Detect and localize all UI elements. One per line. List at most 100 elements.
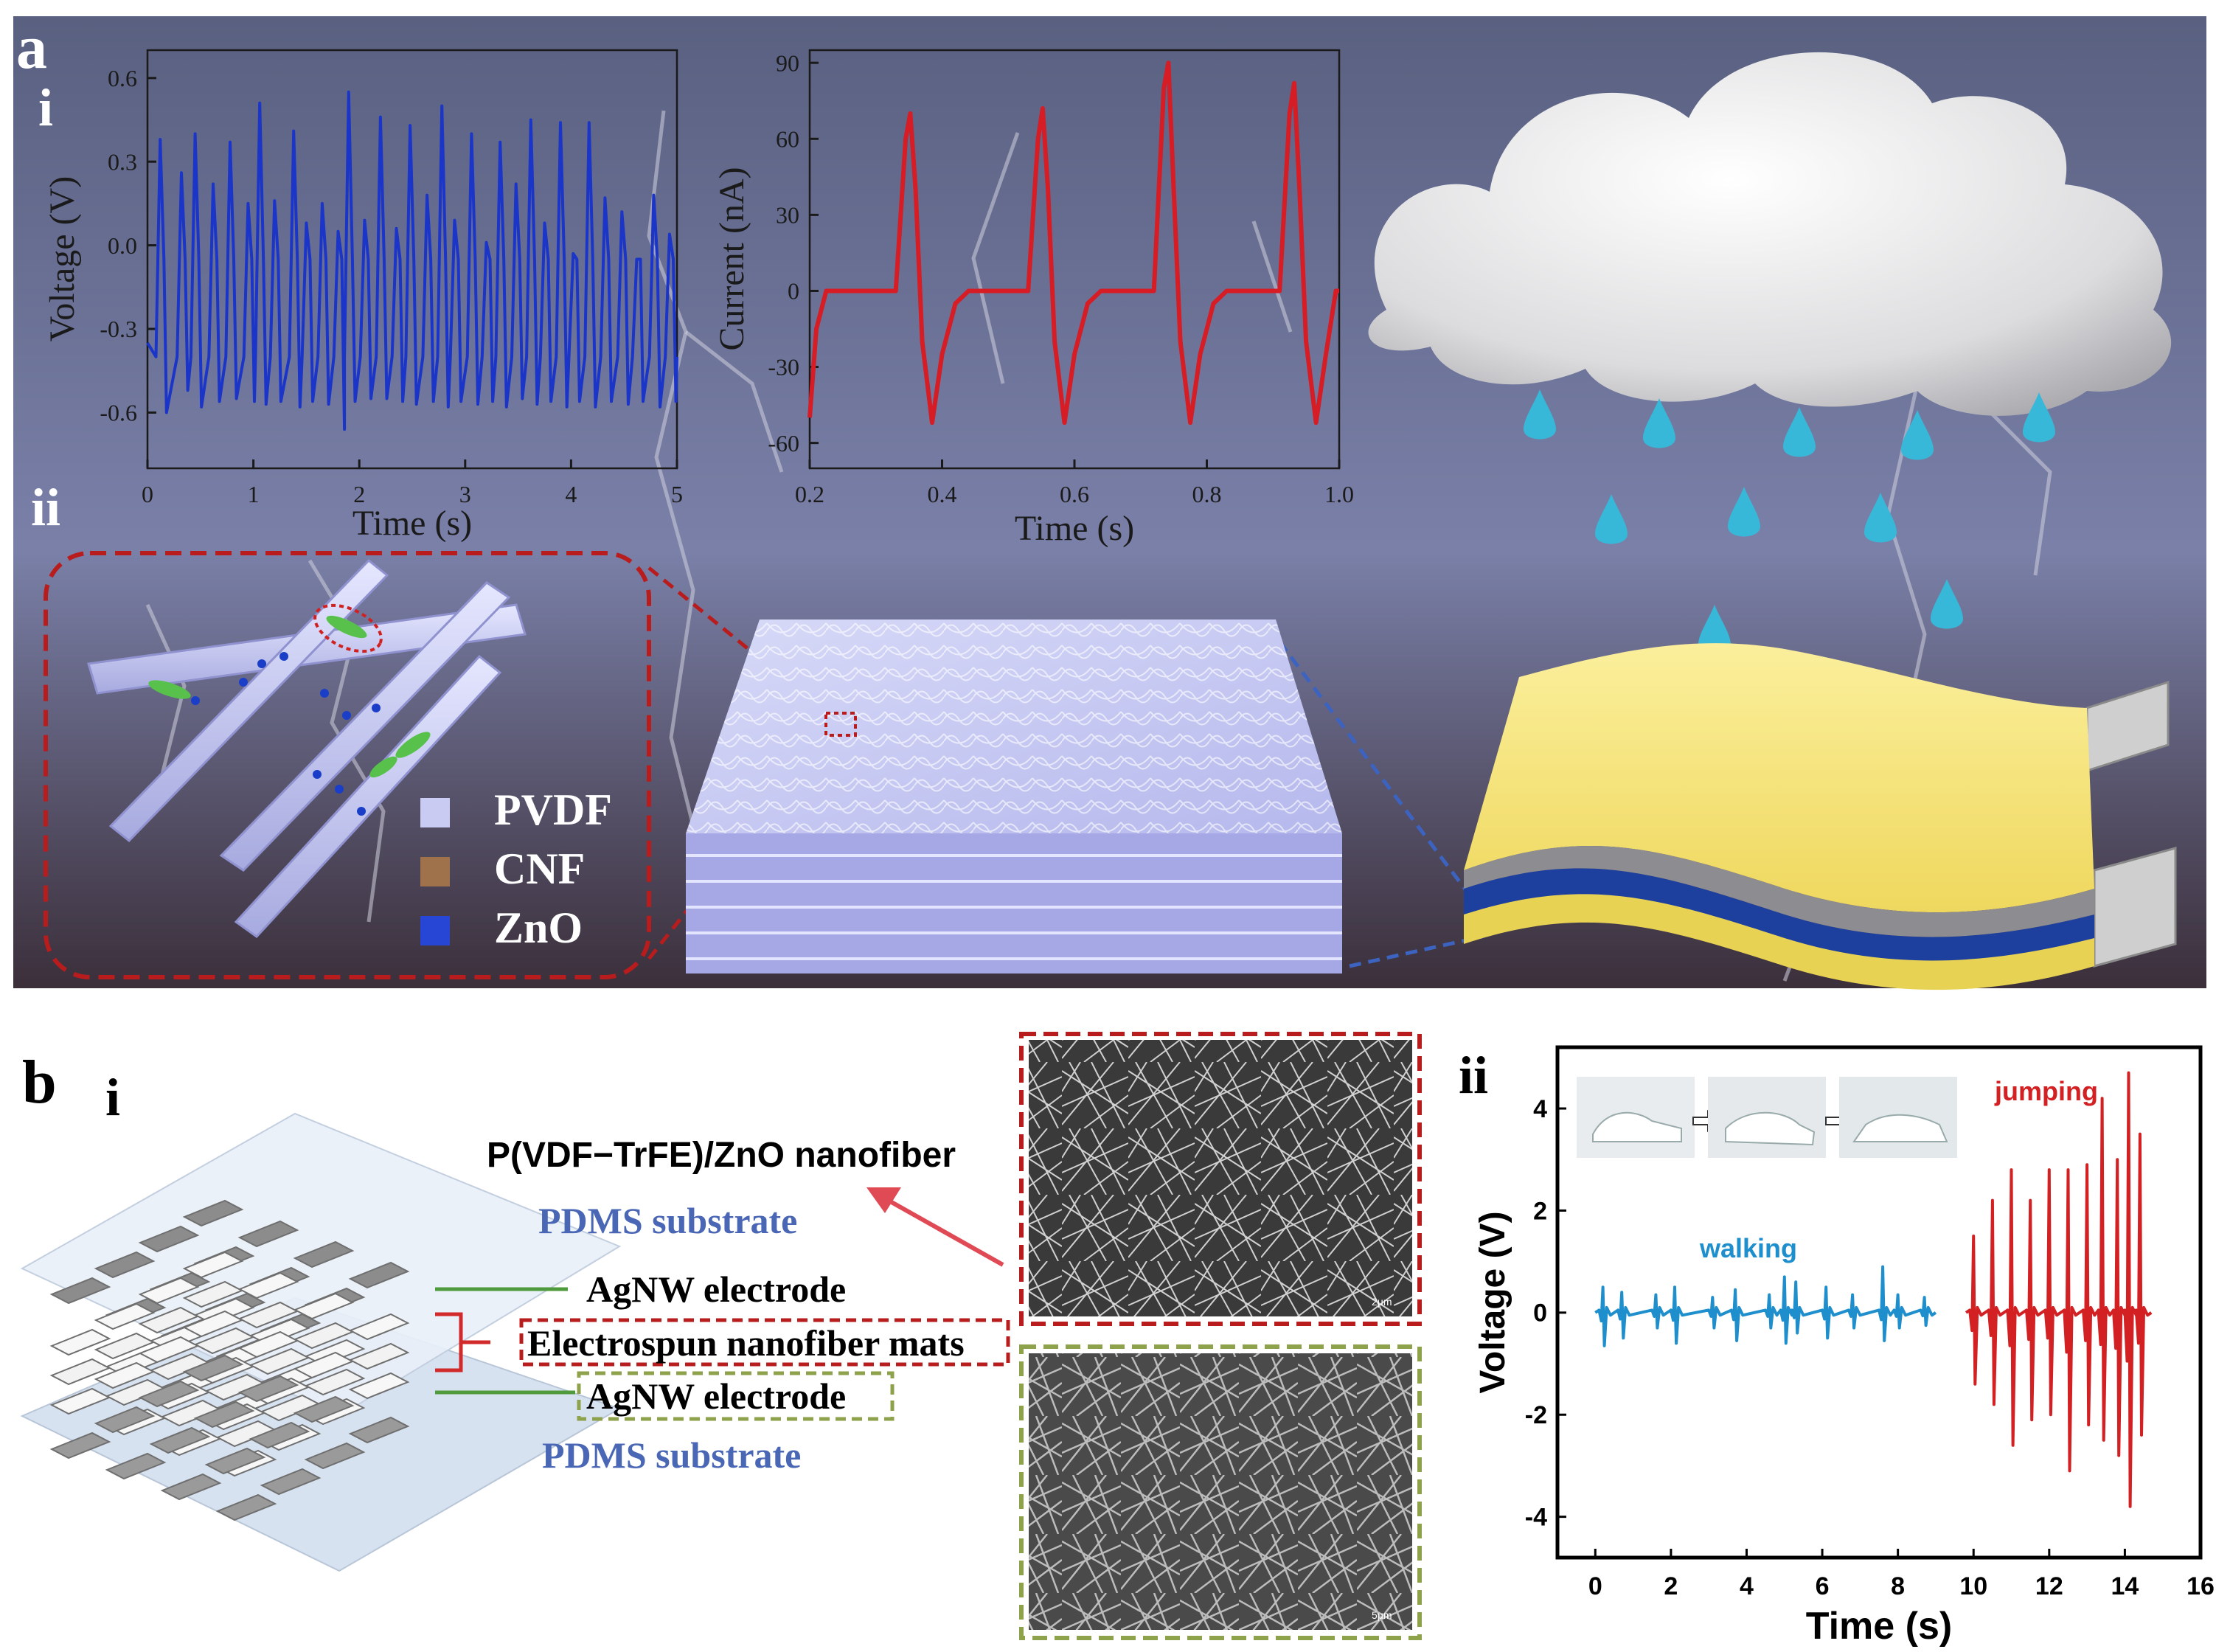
flexible-device [1464, 643, 2177, 990]
agnw-top-label: AgNW electrode [586, 1268, 846, 1310]
nanofiber-mat-block [686, 620, 1342, 974]
raindrop-icon [1524, 389, 1556, 440]
fiber-structure-inset: PVDF CNF ZnO [44, 551, 651, 979]
electrode-pad [49, 1431, 111, 1460]
structure-labels: P(VDF−TrFE)/ZnO nanofiber PDMS substrate… [435, 1136, 1010, 1476]
x-tick-label: 1 [248, 481, 260, 507]
y-tick-label: -0.6 [100, 400, 137, 426]
electrode-pad [237, 1271, 299, 1299]
raindrop-icon [1595, 494, 1628, 544]
x-tick-label: 3 [459, 481, 471, 507]
electrode-pad [293, 1351, 355, 1379]
shoe-photo-strip [1577, 1077, 1957, 1158]
sem-images: 2μm 5μm [1019, 1032, 1422, 1640]
x-tick-label: 2 [1664, 1572, 1678, 1600]
electrode-pad [293, 1292, 355, 1320]
voltage-chart-xlabel: Time (s) [352, 504, 472, 543]
y-tick-label: -60 [768, 430, 799, 457]
electrode-pad [182, 1199, 244, 1227]
electrode-pad [49, 1358, 111, 1386]
fiber-cylinders [87, 558, 527, 938]
raindrop-icon [2023, 392, 2055, 442]
y-tick-label: -2 [1525, 1401, 1547, 1429]
y-tick-label: 0 [788, 278, 799, 305]
zno-label: ZnO [494, 903, 583, 952]
panel-label-a-ii: ii [31, 478, 60, 537]
sem-arrow-head [866, 1187, 901, 1213]
rain-cloud [1368, 52, 2172, 655]
raindrop-icon [1864, 493, 1897, 543]
voltage-series-line [146, 90, 678, 431]
electrode-pad [138, 1380, 200, 1408]
raindrop-icon [1728, 487, 1760, 537]
device-top-layer [1464, 643, 2094, 913]
electrode-pad [49, 1277, 111, 1305]
sem-bottom-image [1029, 1353, 1412, 1630]
electrode-pad [94, 1332, 156, 1360]
mats-bracket [435, 1312, 490, 1372]
y-tick-label: -4 [1525, 1504, 1547, 1532]
device-nanofiber-layer [1464, 868, 2094, 961]
x-tick-label: 0 [1588, 1572, 1602, 1600]
fiber-inset-dashed-box [44, 551, 651, 979]
y-tick-label: -0.3 [100, 316, 137, 342]
y-tick-label: 0 [1533, 1299, 1547, 1328]
electrode-pad [182, 1354, 244, 1382]
x-tick-label: 0 [142, 481, 153, 507]
panel-label-b: b [22, 1048, 57, 1117]
electrode-pad [182, 1280, 244, 1308]
electrode-pad [94, 1251, 156, 1279]
y-tick-label: 0.0 [108, 232, 137, 259]
panel-label-b-ii: ii [1459, 1046, 1488, 1105]
electrode-pad [138, 1277, 200, 1305]
x-tick-label: 16 [2187, 1572, 2215, 1600]
x-tick-label: 10 [1959, 1572, 1987, 1600]
mat-top-mesh [686, 620, 1342, 833]
x-tick-label: 0.2 [795, 481, 824, 507]
electrode-pad [215, 1493, 277, 1521]
electrode-pad [138, 1225, 200, 1253]
x-tick-label: 0.4 [928, 481, 957, 507]
electrode-pad [237, 1220, 299, 1248]
y-tick-label: 0.3 [108, 148, 137, 175]
raindrops [1524, 389, 2055, 655]
walking-annotation: walking [1699, 1233, 1797, 1263]
electrode-pad [304, 1442, 366, 1470]
electrode-pad [304, 1368, 366, 1396]
sem-bottom-scale: 5μm [1372, 1609, 1392, 1621]
raindrop-icon [1698, 605, 1731, 655]
device-gray-band [1464, 846, 2094, 937]
electrode-pad [94, 1406, 156, 1434]
x-tick-label: 0.6 [1060, 481, 1089, 507]
electrode-pad [348, 1342, 410, 1370]
sem-top-image [1029, 1040, 1412, 1316]
raindrop-icon [1931, 579, 1963, 629]
electrode-pad [293, 1322, 355, 1350]
mats-label: Electrospun nanofiber mats [527, 1322, 965, 1364]
gait-chart-ylabel: Voltage (V) [1473, 1211, 1512, 1393]
x-tick-label: 8 [1891, 1572, 1905, 1600]
raindrop-icon [1643, 398, 1675, 448]
y-tick-label: -30 [768, 354, 799, 381]
walking-series-line [1594, 1265, 1937, 1347]
electrode-pad [182, 1251, 244, 1279]
electrode-pad [260, 1468, 322, 1496]
electrode-pad [160, 1473, 222, 1501]
jumping-series-line [1965, 1071, 2153, 1508]
electrode-pad [293, 1395, 355, 1423]
sensor-stack [20, 1112, 622, 1572]
electrode-pad [204, 1447, 266, 1475]
electrode-pad [105, 1452, 167, 1480]
pdms-bottom-label: PDMS substrate [542, 1434, 801, 1476]
nanofiber-label: P(VDF−TrFE)/ZnO nanofiber [487, 1136, 956, 1175]
sem-top-frame [1019, 1032, 1422, 1326]
current-series-line [807, 60, 1339, 426]
electrode-pad [293, 1240, 355, 1268]
electrode-pad [237, 1330, 299, 1358]
gait-chart-xlabel: Time (s) [1806, 1605, 1952, 1648]
electrode-pad [49, 1387, 111, 1415]
electrode-pad [249, 1421, 310, 1449]
